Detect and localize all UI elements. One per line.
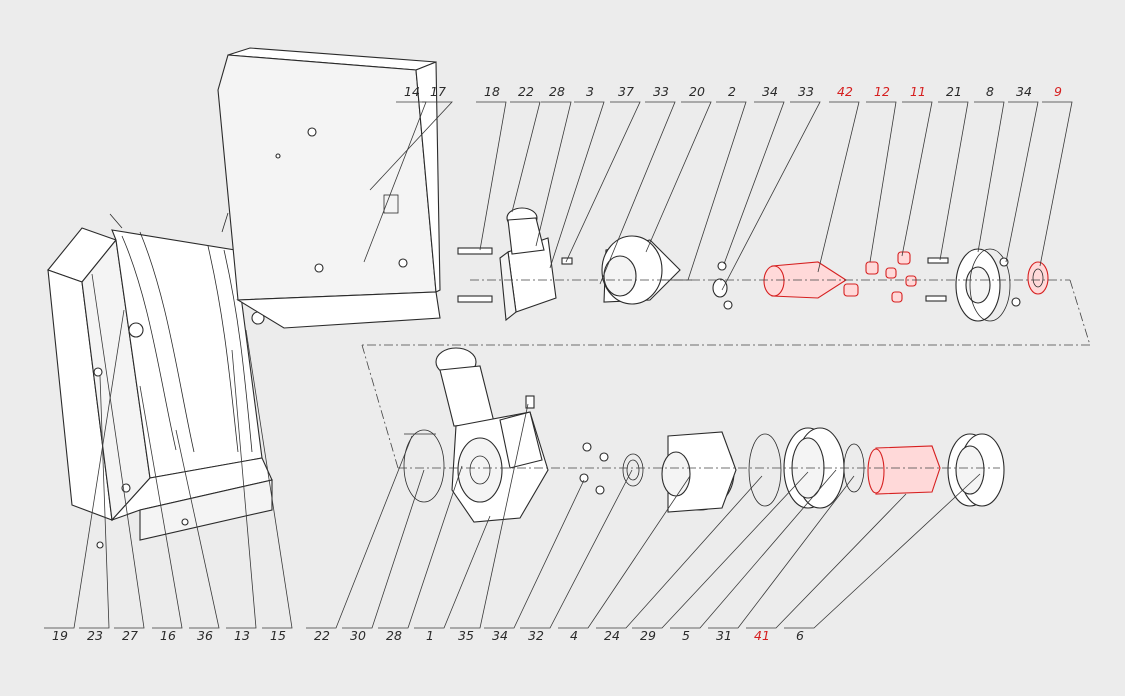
callout-leader-line bbox=[44, 309, 125, 629]
callout-label: 23 bbox=[87, 628, 103, 643]
callout-leader-line bbox=[369, 101, 453, 191]
callout-leader-line bbox=[723, 101, 785, 265]
callout-label: 27 bbox=[122, 628, 138, 643]
callout-label: 32 bbox=[528, 628, 544, 643]
callout-leader-line bbox=[670, 469, 837, 629]
callout-leader-line bbox=[565, 101, 641, 263]
callout-leader-line bbox=[632, 471, 809, 629]
callout-label: 42 bbox=[837, 84, 853, 99]
callout-leader-line bbox=[510, 101, 541, 213]
callout-label: 18 bbox=[484, 84, 500, 99]
callout-leader-line bbox=[175, 429, 220, 629]
callout-label: 1 bbox=[426, 628, 434, 643]
callout-label: 34 bbox=[762, 84, 778, 99]
callout-leader-line bbox=[599, 101, 676, 285]
callout-leader-line bbox=[378, 465, 463, 629]
callout-label: 24 bbox=[604, 628, 620, 643]
callout-leader-line bbox=[79, 375, 110, 629]
callout-label: 20 bbox=[689, 84, 705, 99]
callout-label: 33 bbox=[798, 84, 814, 99]
callout-label: 34 bbox=[1016, 84, 1032, 99]
callout-leader-line bbox=[549, 101, 605, 269]
callout-label: 36 bbox=[197, 628, 213, 643]
callout-label: 31 bbox=[716, 628, 732, 643]
callout-label: 29 bbox=[640, 628, 656, 643]
callout-leader-line bbox=[784, 473, 981, 629]
callout-label: 28 bbox=[386, 628, 402, 643]
bottom-callouts: 19 23 27 16 36 13 15 22 30 28 1 35 34 32 4 24 29 5 31 41 6 bbox=[44, 273, 981, 643]
callout-label: 30 bbox=[350, 628, 366, 643]
callout-leader-line bbox=[484, 479, 585, 629]
callout-leader-line bbox=[414, 515, 491, 629]
callout-label: 16 bbox=[160, 628, 176, 643]
callout-label: 5 bbox=[682, 628, 690, 643]
callout-leader-line bbox=[817, 101, 860, 273]
callout-leader-line bbox=[226, 349, 257, 629]
callout-label: 33 bbox=[653, 84, 669, 99]
callout-leader-line bbox=[476, 101, 507, 251]
callout-label: 19 bbox=[52, 628, 68, 643]
callout-leader-line bbox=[938, 101, 969, 261]
callout-label: 11 bbox=[910, 84, 926, 99]
callout-label: 34 bbox=[492, 628, 508, 643]
callout-label: 14 bbox=[404, 84, 420, 99]
callout-label: 6 bbox=[796, 628, 804, 643]
callout-leader-line bbox=[450, 403, 529, 629]
callout-leader-line bbox=[1005, 101, 1039, 263]
top-callouts: 14 17 18 22 28 3 37 33 20 2 34 33 42 12 11 21 8 34 9 bbox=[363, 84, 1073, 291]
center-lines bbox=[361, 279, 1091, 469]
callout-label: 35 bbox=[458, 628, 474, 643]
callout-leader-line bbox=[91, 273, 145, 629]
callout-label: 28 bbox=[549, 84, 565, 99]
callout-label: 2 bbox=[728, 84, 736, 99]
callout-label: 41 bbox=[754, 628, 770, 643]
callout-leader-line bbox=[342, 469, 425, 629]
bottom-components bbox=[403, 347, 1005, 523]
callout-label: 22 bbox=[518, 84, 534, 99]
callout-label: 17 bbox=[430, 84, 446, 99]
callout-leader-line bbox=[520, 469, 633, 629]
callout-label: 3 bbox=[586, 84, 594, 99]
cover-plate bbox=[217, 47, 441, 329]
callout-leader-line bbox=[245, 329, 293, 629]
callout-label: 21 bbox=[946, 84, 962, 99]
callout-label: 15 bbox=[270, 628, 286, 643]
callout-leader-line bbox=[139, 385, 183, 629]
callout-label: 12 bbox=[874, 84, 890, 99]
callout-leader-line bbox=[721, 101, 821, 291]
callout-leader-line bbox=[645, 101, 712, 253]
callout-leader-line bbox=[687, 101, 747, 281]
callout-label: 4 bbox=[570, 628, 578, 643]
callout-label: 9 bbox=[1054, 84, 1062, 99]
callout-leader-line bbox=[901, 101, 933, 257]
callout-label: 22 bbox=[314, 628, 330, 643]
callout-label: 13 bbox=[234, 628, 250, 643]
base-fixture bbox=[47, 212, 273, 549]
callout-leader-line bbox=[974, 101, 1005, 253]
callout-leader-line bbox=[746, 493, 907, 629]
callout-leader-line bbox=[306, 435, 413, 629]
callout-label: 37 bbox=[618, 84, 634, 99]
callout-leader-line bbox=[535, 101, 572, 247]
callout-leader-line bbox=[1039, 101, 1073, 267]
top-components bbox=[457, 207, 1049, 322]
callout-leader-line bbox=[596, 475, 763, 629]
callout-leader-line bbox=[866, 101, 897, 263]
callout-leader-line bbox=[558, 475, 691, 629]
callout-label: 8 bbox=[986, 84, 994, 99]
callout-leader-line bbox=[708, 475, 855, 629]
